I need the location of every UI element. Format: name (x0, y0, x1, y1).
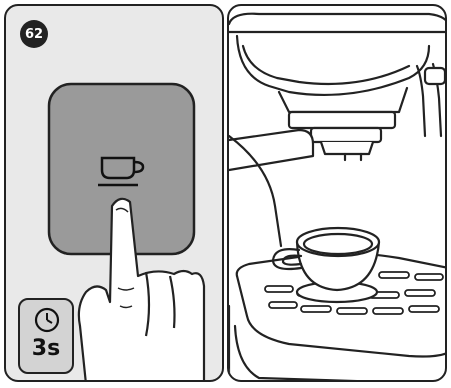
steam-wand (417, 64, 445, 136)
espresso-machine-drawing (229, 6, 447, 382)
step-number-text: 62 (25, 27, 43, 42)
portafilter (229, 112, 395, 170)
machine-head (229, 14, 447, 112)
timer-box: 3s (18, 298, 74, 374)
clock-icon (20, 300, 76, 340)
espresso-cup (273, 228, 379, 302)
timer-duration-label: 3s (20, 336, 72, 361)
right-panel-machine (227, 4, 447, 382)
left-panel-button-press: 62 3s (4, 4, 224, 382)
step-number-badge: 62 (20, 20, 48, 48)
